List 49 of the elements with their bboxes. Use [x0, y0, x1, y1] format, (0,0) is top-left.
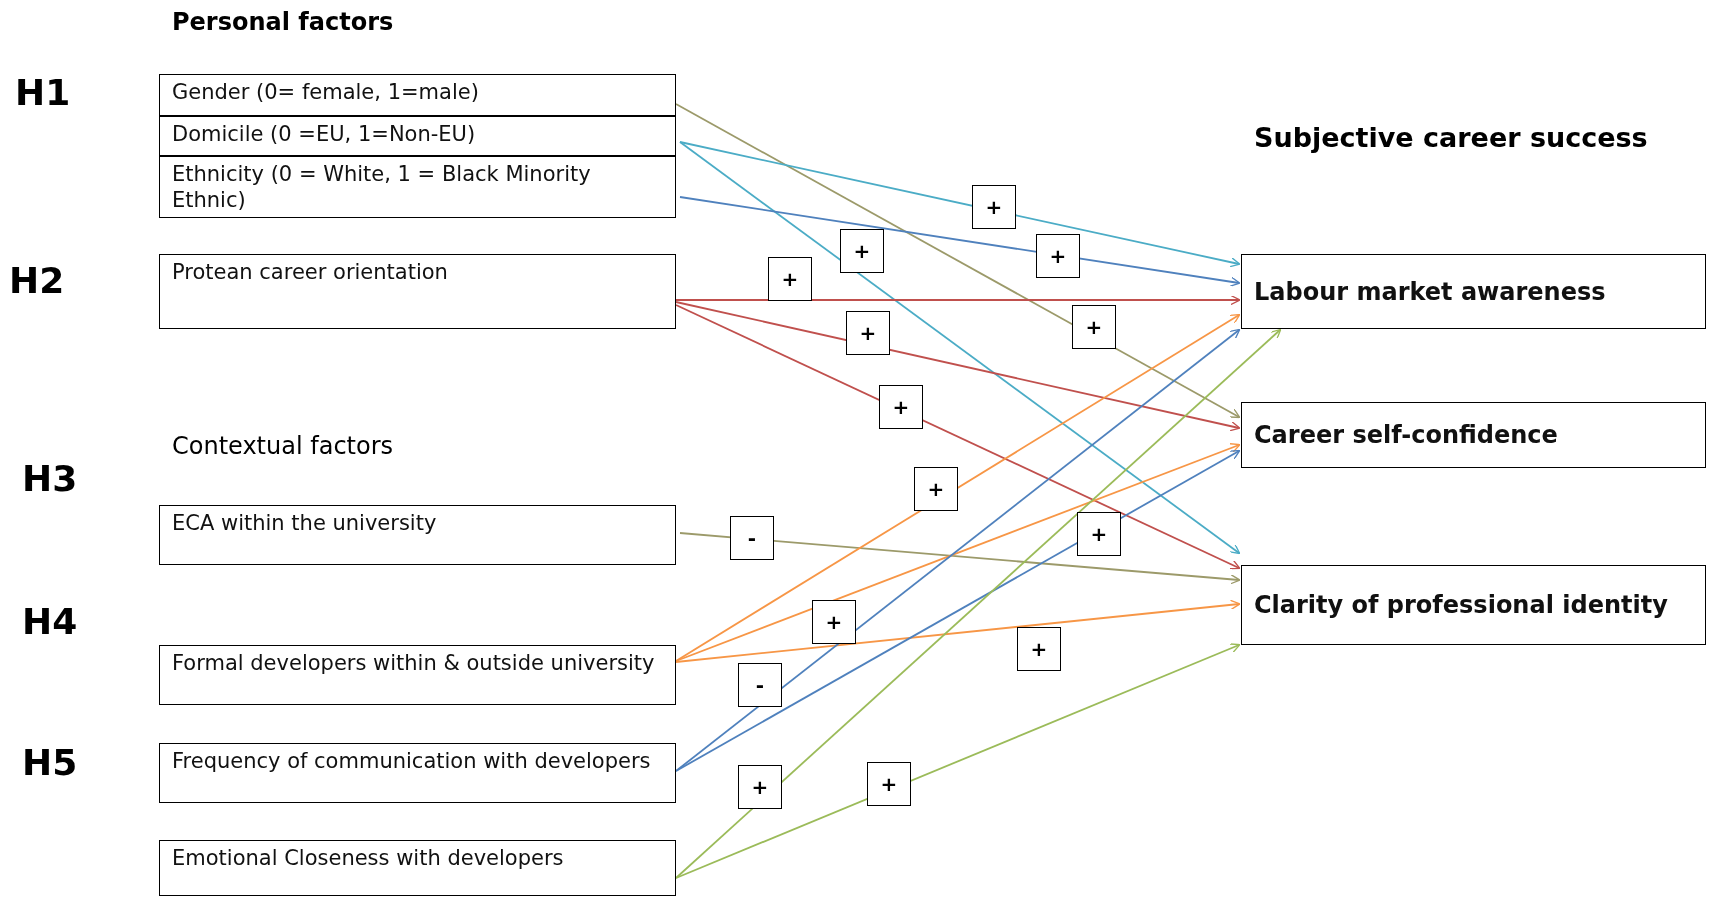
edge-label: +: [768, 257, 812, 301]
hypothesis-label: H3: [22, 458, 78, 499]
edge-label: -: [738, 663, 782, 707]
arrow: [675, 449, 1241, 772]
outcome-box: Labour market awareness: [1241, 254, 1706, 329]
arrow: [675, 294, 1241, 306]
factor-box: Gender (0= female, 1=male): [159, 74, 676, 116]
hypothesis-label: H1: [15, 72, 71, 113]
section-heading: Subjective career success: [1254, 122, 1648, 153]
hypothesis-label: H2: [9, 260, 65, 301]
outcome-box: Clarity of professional identity: [1241, 565, 1706, 645]
hypothesis-label: H4: [22, 601, 78, 642]
arrow: [675, 599, 1241, 663]
factor-box: Frequency of communication with developers: [159, 743, 676, 803]
edge-label: +: [1036, 234, 1080, 278]
arrow: [675, 301, 1241, 432]
edge-label: -: [730, 516, 774, 560]
factor-box: Protean career orientation: [159, 254, 676, 329]
edge-label: +: [846, 311, 890, 355]
edge-label: +: [867, 762, 911, 806]
arrow: [675, 643, 1241, 879]
factor-box: Formal developers within & outside university: [159, 645, 676, 705]
arrow: [675, 313, 1241, 662]
arrow: [675, 304, 1241, 570]
arrow: [679, 141, 1241, 555]
factor-box: ECA within the university: [159, 505, 676, 565]
arrow: [679, 141, 1241, 268]
arrow: [675, 328, 1282, 879]
edge-label: +: [1017, 627, 1061, 671]
arrow: [679, 196, 1241, 287]
hypothesis-label: H5: [22, 742, 78, 783]
edge-label: +: [972, 185, 1016, 229]
edge-label: +: [1072, 305, 1116, 349]
arrow: [679, 532, 1241, 585]
outcome-box: Career self-confidence: [1241, 402, 1706, 468]
edge-label: +: [879, 385, 923, 429]
factor-box: Domicile (0 =EU, 1=Non-EU): [159, 116, 676, 156]
section-heading: Personal factors: [172, 8, 394, 36]
edge-label: +: [840, 229, 884, 273]
arrow: [675, 443, 1241, 662]
edge-label: +: [914, 467, 958, 511]
edge-label: +: [738, 765, 782, 809]
arrow: [675, 328, 1241, 772]
edge-label: +: [1077, 512, 1121, 556]
arrow: [675, 103, 1241, 419]
factor-box: Ethnicity (0 = White, 1 = Black Minority Ethnic): [159, 156, 676, 218]
section-heading: Contextual factors: [172, 432, 394, 460]
factor-box: Emotional Closeness with developers: [159, 840, 676, 896]
edge-label: +: [812, 600, 856, 644]
